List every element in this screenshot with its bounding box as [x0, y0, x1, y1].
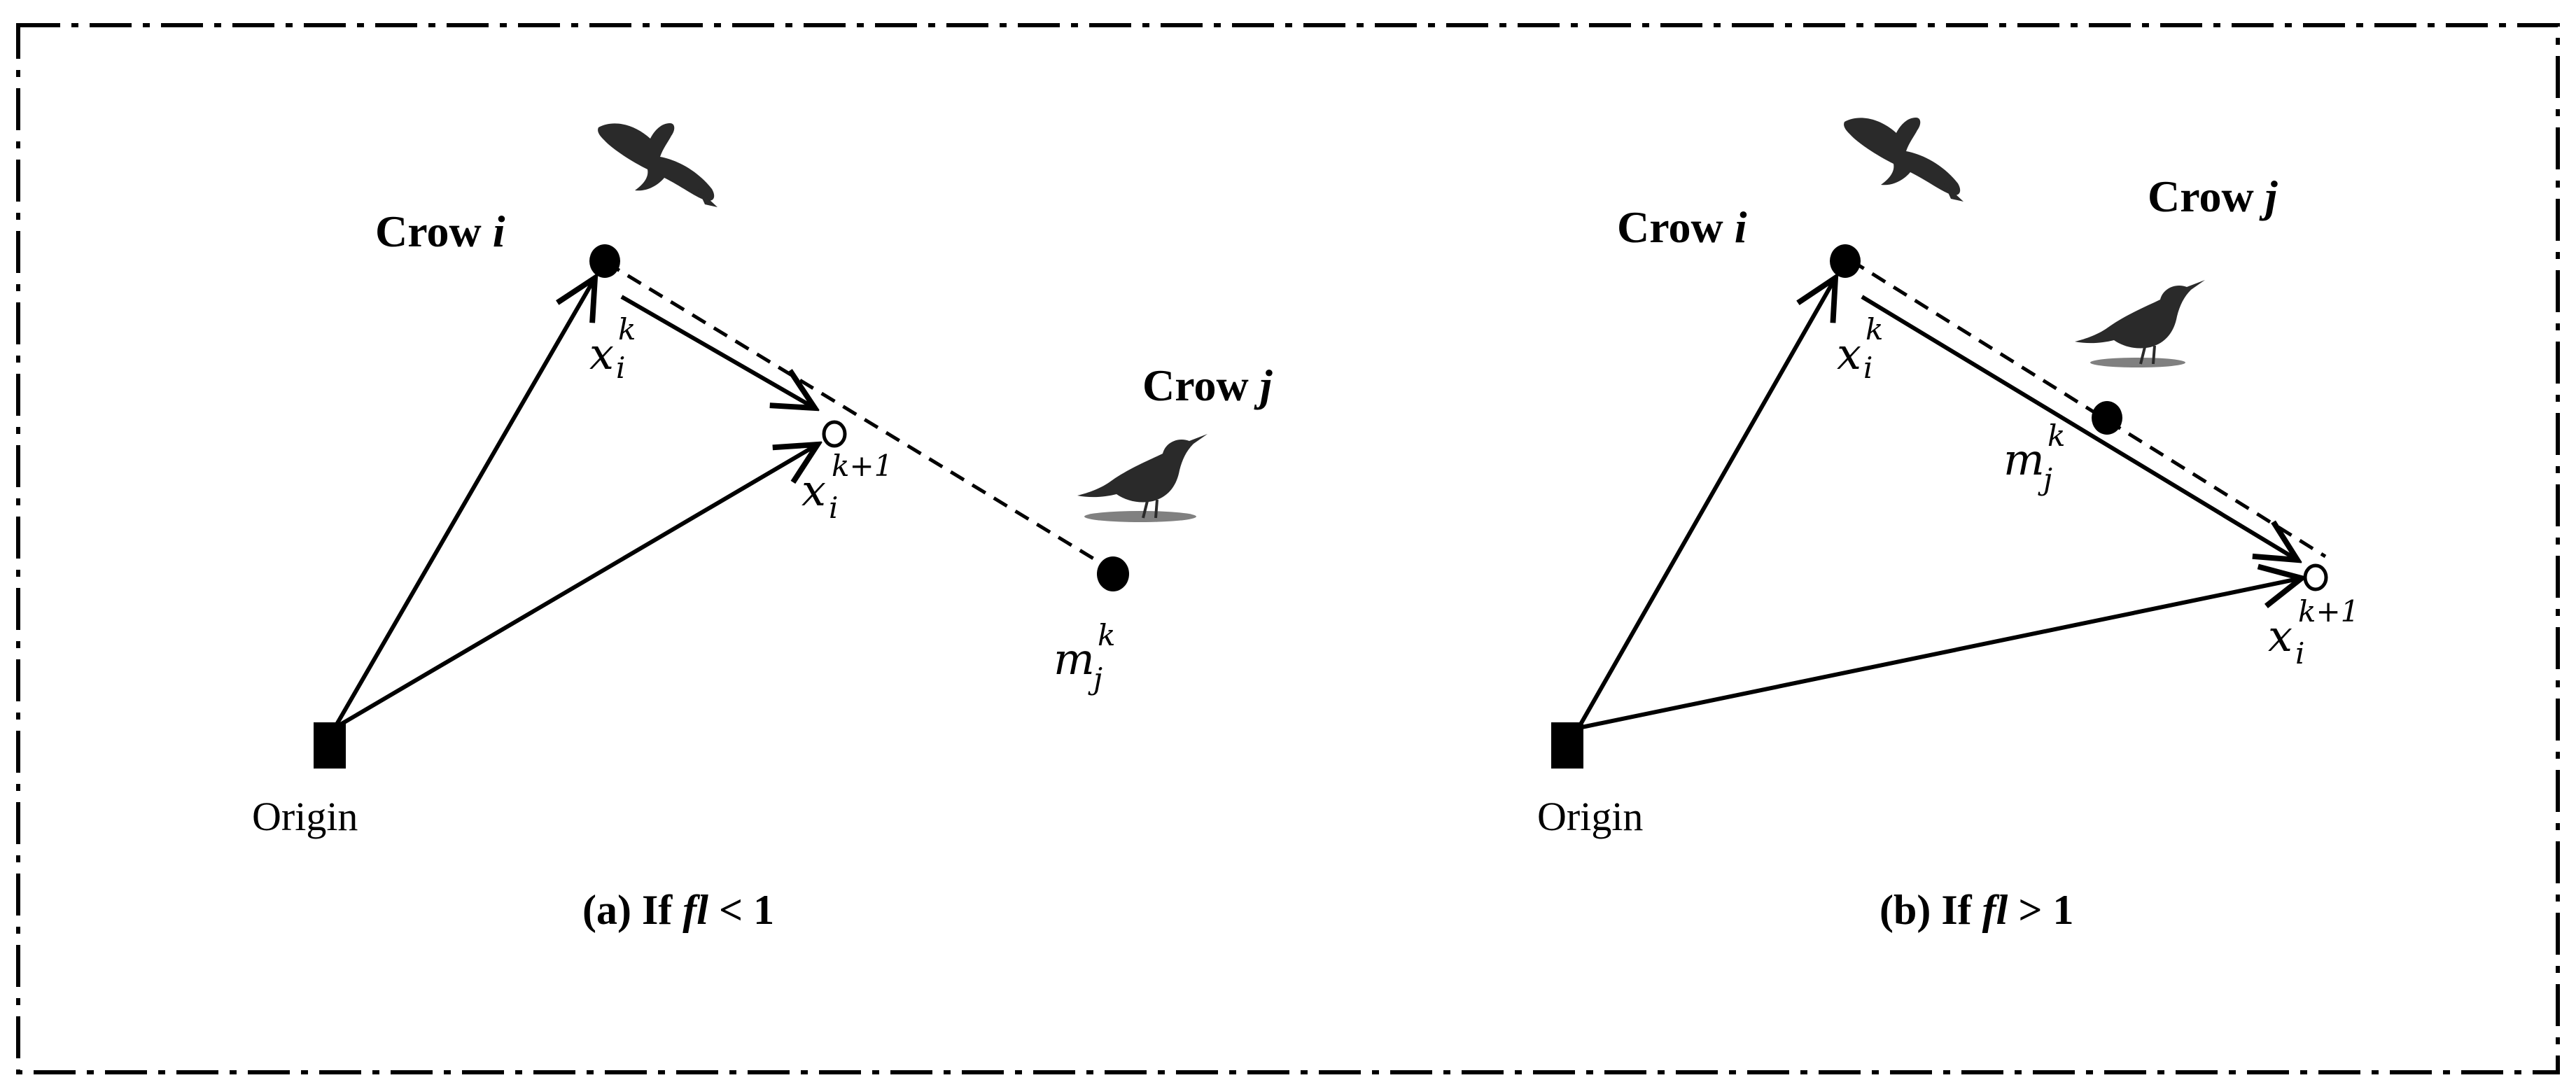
crow-i-label: Crow	[375, 206, 482, 256]
perched-crow-icon	[1077, 434, 1208, 522]
memory-label: m k j	[2003, 419, 2065, 496]
origin-to-crow-i-arrow	[332, 278, 595, 729]
crow-i-position-dot	[589, 244, 620, 278]
x-current-label: x k i	[1837, 312, 1883, 385]
svg-text:m: m	[2003, 434, 2045, 485]
crow-i-to-next-dashed-line	[1849, 258, 2327, 559]
svg-text:m: m	[1054, 633, 1095, 685]
caption-a: (a) If fl < 1	[582, 887, 774, 933]
svg-text:k: k	[618, 312, 636, 346]
svg-text:x: x	[589, 328, 614, 379]
origin-to-new-position-arrow	[333, 444, 818, 730]
svg-text:x: x	[2268, 610, 2292, 661]
new-position-hollow-dot	[2303, 563, 2328, 591]
svg-text:k: k	[1098, 618, 1115, 652]
svg-text:k: k	[2047, 419, 2065, 453]
origin-label: Origin	[252, 794, 358, 839]
svg-text:i: i	[2295, 636, 2304, 671]
svg-text:i: i	[829, 491, 838, 525]
svg-text:k: k	[1865, 312, 1883, 346]
outer-frame	[16, 23, 2560, 1074]
svg-text:i: i	[616, 351, 625, 385]
crow-j-label: Crow	[1142, 360, 1249, 410]
origin-label: Origin	[1537, 794, 1643, 839]
crow-i-variable: i	[493, 206, 505, 256]
panel-a: Crow i Crow j Origin x k i x k+1 i m k j…	[252, 123, 1273, 933]
x-next-label: x k+1 i	[802, 449, 892, 525]
origin-marker	[314, 722, 346, 769]
origin-to-new-position-arrow	[1578, 578, 2302, 730]
new-position-hollow-dot	[822, 420, 847, 448]
svg-text:k+1: k+1	[832, 449, 892, 483]
svg-text:Crow j: Crow j	[2148, 171, 2278, 221]
flying-crow-icon	[1844, 118, 1963, 202]
crow-j-variable: j	[1254, 360, 1273, 410]
panel-b: Crow i Crow j Origin x k i m k j x k+1 i…	[1537, 118, 2359, 933]
crow-i-step-arrow	[620, 295, 815, 408]
svg-text:i: i	[1863, 351, 1872, 385]
svg-text:Crow j: Crow j	[1142, 360, 1273, 410]
origin-to-crow-i-arrow	[1576, 278, 1835, 729]
caption-b: (b) If fl > 1	[1879, 887, 2074, 933]
origin-marker	[1551, 722, 1583, 769]
crow-i-position-dot	[1830, 244, 1861, 278]
crow-j-variable: j	[2259, 171, 2278, 221]
memory-position-dot	[2092, 401, 2122, 435]
x-current-label: x k i	[589, 312, 636, 385]
crow-i-label: Crow	[1617, 202, 1723, 252]
memory-label: m k j	[1054, 618, 1115, 696]
svg-text:x: x	[802, 465, 826, 516]
svg-text:x: x	[1837, 328, 1861, 379]
perched-crow-icon	[2075, 280, 2205, 367]
svg-text:Crow i: Crow i	[1617, 202, 1747, 252]
crow-i-variable: i	[1735, 202, 1747, 252]
x-next-label: x k+1 i	[2268, 594, 2359, 671]
svg-text:Crow i: Crow i	[375, 206, 505, 256]
memory-position-dot	[1097, 556, 1129, 591]
crow-i-step-arrow	[1861, 295, 2297, 560]
crow-j-label: Crow	[2148, 171, 2254, 221]
flying-crow-icon	[598, 123, 718, 207]
svg-text:k+1: k+1	[2298, 594, 2359, 629]
